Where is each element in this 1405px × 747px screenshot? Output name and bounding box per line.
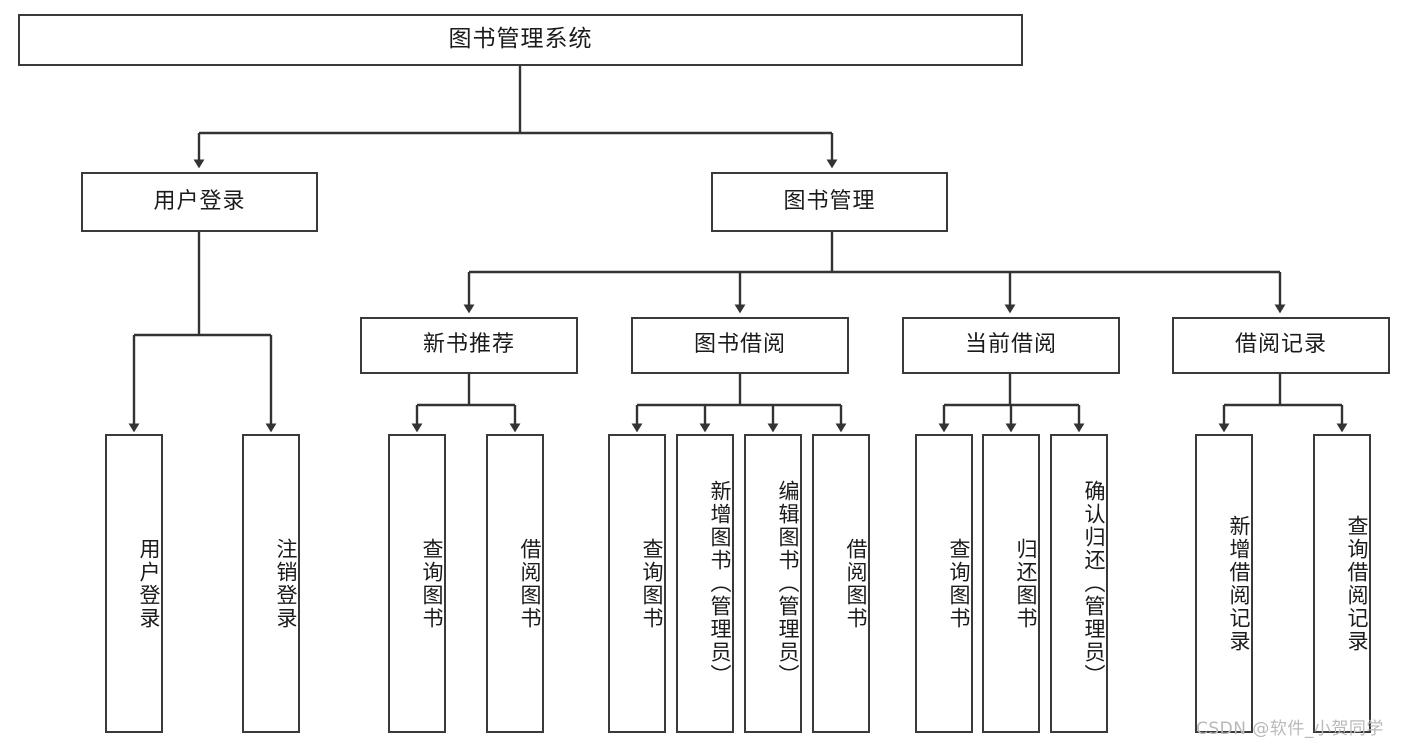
node-new-book-recommend[interactable]: 新书推荐	[360, 317, 578, 374]
node-leaf-edit-book-admin[interactable]: 编辑图书（管理员）	[744, 434, 802, 733]
node-leaf-query-book-3[interactable]: 查询图书	[915, 434, 973, 733]
node-label: 新增借阅记录	[1227, 514, 1251, 653]
node-label: 确认归还（管理员）	[1082, 480, 1106, 687]
node-label: 借阅图书	[518, 537, 542, 630]
node-leaf-query-book-2[interactable]: 查询图书	[608, 434, 666, 733]
node-label: 编辑图书（管理员）	[776, 480, 800, 687]
node-leaf-borrow-book-1[interactable]: 借阅图书	[486, 434, 544, 733]
node-label: 注销登录	[274, 537, 298, 630]
node-label: 新增图书（管理员）	[708, 480, 732, 687]
node-label: 当前借阅	[964, 332, 1057, 358]
node-leaf-add-borrow-record[interactable]: 新增借阅记录	[1195, 434, 1253, 733]
node-label: 图书管理	[783, 188, 876, 214]
node-book-borrow[interactable]: 图书借阅	[631, 317, 849, 374]
node-current-borrow[interactable]: 当前借阅	[902, 317, 1120, 374]
node-label: 借阅图书	[844, 537, 868, 630]
node-borrow-record[interactable]: 借阅记录	[1172, 317, 1390, 374]
node-label: 查询借阅记录	[1345, 514, 1369, 653]
node-label: 借阅记录	[1234, 332, 1327, 358]
node-leaf-return-book[interactable]: 归还图书	[982, 434, 1040, 733]
node-leaf-query-book-1[interactable]: 查询图书	[388, 434, 446, 733]
node-label: 用户登录	[153, 188, 246, 214]
node-label: 用户登录	[137, 537, 161, 630]
node-label: 新书推荐	[422, 332, 515, 358]
node-leaf-borrow-book-2[interactable]: 借阅图书	[812, 434, 870, 733]
node-leaf-logout-login[interactable]: 注销登录	[242, 434, 300, 733]
node-label: 图书借阅	[693, 332, 786, 358]
csdn-watermark: CSDN @软件_小贺同学	[1196, 719, 1384, 739]
node-user-login[interactable]: 用户登录	[81, 172, 318, 232]
node-leaf-query-borrow-record[interactable]: 查询借阅记录	[1313, 434, 1371, 733]
node-label: 图书管理系统	[448, 26, 593, 53]
node-root-book-management-system[interactable]: 图书管理系统	[18, 14, 1023, 66]
node-label: 查询图书	[640, 537, 664, 630]
node-book-manage[interactable]: 图书管理	[711, 172, 948, 232]
node-label: 归还图书	[1014, 537, 1038, 630]
node-label: 查询图书	[420, 537, 444, 630]
node-leaf-add-book-admin[interactable]: 新增图书（管理员）	[676, 434, 734, 733]
node-leaf-confirm-return-admin[interactable]: 确认归还（管理员）	[1050, 434, 1108, 733]
node-label: 查询图书	[947, 537, 971, 630]
node-leaf-user-login[interactable]: 用户登录	[105, 434, 163, 733]
